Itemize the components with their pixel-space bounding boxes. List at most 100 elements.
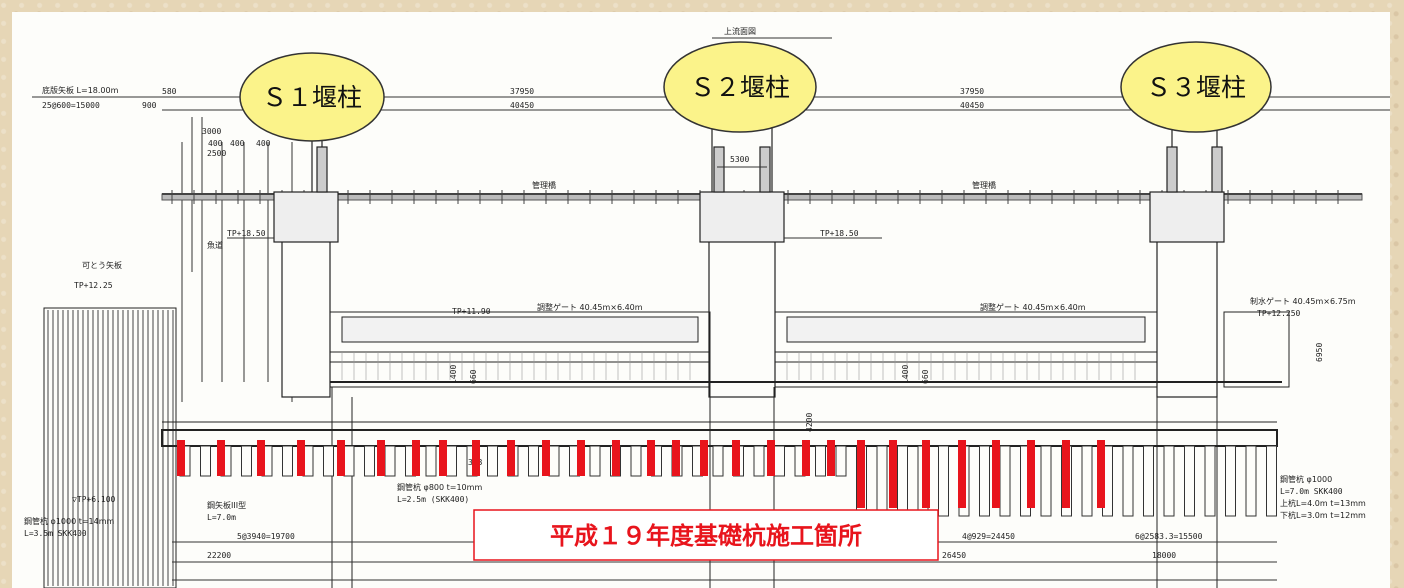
label-pile-800-len: L=2.5m (SKK400)	[397, 495, 469, 504]
gate-grid	[341, 352, 1136, 380]
pile	[1204, 445, 1216, 517]
pile	[1225, 445, 1236, 517]
construction-pile-marker	[958, 440, 966, 508]
bdim-6: 26450	[942, 551, 966, 560]
bdim-8: 18000	[1152, 551, 1176, 560]
pile	[1163, 445, 1175, 517]
pile	[1266, 445, 1277, 517]
construction-pile-marker	[507, 440, 515, 476]
vdim-1: 1400	[449, 365, 458, 384]
bdim-5: 4@929=24450	[962, 532, 1015, 541]
label-pile-800: 鋼管杭 φ800 t=10mm	[397, 482, 482, 492]
dim-400-a: 400	[208, 139, 223, 148]
label-tp-6100: ▽TP+6.100	[72, 495, 116, 504]
pile	[200, 445, 211, 477]
vdim-3: 1400	[901, 365, 910, 384]
label-bridge-2: 管理橋	[972, 180, 996, 190]
construction-annotation: 平成１９年度基礎杭施工箇所	[473, 509, 939, 561]
construction-pile-marker	[889, 440, 897, 508]
construction-pile-marker	[177, 440, 185, 476]
dim-900: 900	[142, 101, 157, 110]
dim-top-3: 37950	[960, 87, 984, 96]
pile	[323, 445, 334, 477]
pile	[1040, 445, 1052, 517]
pile	[1184, 445, 1195, 517]
label-sheetpile-type: 鋼矢板III型	[207, 500, 246, 510]
pile	[1245, 445, 1257, 517]
label-pile-right-4: 下杭L=3.0m t=12mm	[1280, 510, 1366, 520]
pile	[528, 445, 539, 477]
construction-pile-marker	[439, 440, 447, 476]
construction-pile-marker	[612, 440, 620, 476]
pile	[589, 445, 601, 477]
annotation-text: 平成１９年度基礎杭施工箇所	[550, 522, 862, 550]
dim-2500: 2500	[207, 149, 226, 158]
label-pile-right-3: 上杭L=4.0m t=13mm	[1280, 498, 1366, 508]
gate-label-1: 調整ゲート 40.45m×6.40m	[537, 302, 643, 312]
construction-pile-marker	[542, 440, 550, 476]
drawing-title: 上流面図	[724, 26, 756, 36]
dim-gate-span: 5300	[730, 155, 749, 164]
vdim-4: 660	[921, 369, 930, 384]
dim-400-b: 400	[230, 139, 245, 148]
bdim-1: 5@3940=19700	[237, 532, 295, 541]
label-pile-right-1: 鋼管杭 φ1000	[1280, 474, 1332, 484]
label-sheetpile-spacing: 25@600=15000	[42, 101, 100, 110]
gate-label-3: 制水ゲート 40.45m×6.75m	[1250, 296, 1356, 306]
label-bridge-1: 管理橋	[532, 180, 556, 190]
construction-pile-marker	[802, 440, 810, 476]
construction-pile-marker	[1097, 440, 1105, 508]
bdim-2: 22200	[207, 551, 231, 560]
construction-pile-marker	[217, 440, 225, 476]
construction-pile-marker	[672, 440, 680, 476]
pile	[876, 445, 888, 517]
construction-pile-marker	[412, 440, 420, 476]
elevation-drawing: 上流面図 37950 40450 37950 40450 底版矢板 L=18.0…	[24, 26, 1390, 588]
pile	[712, 445, 724, 477]
pillar-callout-s2: Ｓ２堰柱	[663, 41, 817, 133]
construction-pile-marker	[767, 440, 775, 476]
dim-400-c: 400	[256, 139, 271, 148]
dim-top-2: 40450	[510, 101, 534, 110]
pile	[241, 445, 252, 477]
construction-pile-marker	[297, 440, 305, 476]
pillar-label-s1: Ｓ１堰柱	[262, 83, 362, 112]
pile	[425, 445, 437, 477]
construction-pile-marker	[922, 440, 930, 508]
pile	[548, 445, 560, 477]
fishway-lines	[181, 117, 293, 402]
pile	[835, 445, 847, 477]
construction-pile-marker	[377, 440, 385, 476]
label-flexible-sheetpile: 可とう矢板	[82, 260, 122, 270]
pile	[753, 445, 765, 477]
construction-pile-marker	[700, 440, 708, 476]
pile	[282, 445, 293, 477]
pile	[774, 445, 785, 477]
construction-pile-marker	[732, 440, 740, 476]
tp-label-5: TP+12.250	[1257, 309, 1301, 318]
pile	[1143, 445, 1154, 517]
bdim-7: 6@2583.3=15500	[1135, 532, 1203, 541]
pillar-bodies	[273, 117, 1225, 398]
label-sheetpile-len: L=7.0m	[207, 513, 236, 522]
label-pile-right-2: L=7.0m SKK400	[1280, 487, 1343, 496]
dim-top-1: 37950	[510, 87, 534, 96]
drawing-sheet: 上流面図 37950 40450 37950 40450 底版矢板 L=18.0…	[12, 12, 1390, 588]
construction-pile-marker	[827, 440, 835, 476]
construction-pile-marker	[577, 440, 585, 476]
pillar-callouts: Ｓ１堰柱 Ｓ２堰柱 Ｓ３堰柱	[239, 41, 1272, 142]
pile	[1081, 445, 1093, 517]
construction-pile-marker	[857, 440, 865, 508]
pile	[446, 445, 457, 477]
construction-pile-marker	[1062, 440, 1070, 508]
dim-3000: 3000	[202, 127, 221, 136]
pillar-label-s2: Ｓ２堰柱	[690, 73, 790, 102]
pillar-callout-s3: Ｓ３堰柱	[1120, 41, 1272, 133]
pile	[1122, 445, 1134, 517]
construction-pile-marker	[1027, 440, 1035, 508]
construction-pile-marker	[992, 440, 1000, 508]
pile	[364, 445, 375, 477]
vdim-6: 6950	[1315, 343, 1324, 362]
pile	[999, 445, 1011, 517]
pile	[384, 445, 396, 477]
